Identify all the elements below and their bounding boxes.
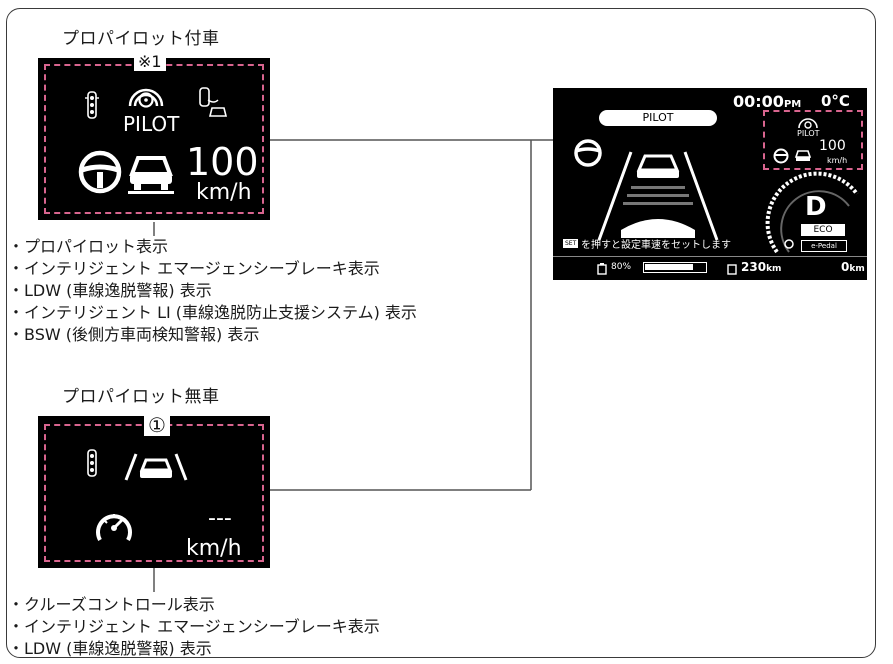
with-pilot-heading: プロパイロット付車	[62, 29, 220, 49]
cruise-control-icon	[96, 514, 132, 541]
pilot-banner: PILOT	[599, 110, 717, 126]
status-bar: 80% 230km 0km	[553, 256, 867, 281]
list-item: ・プロパイロット表示	[8, 237, 169, 256]
list-item: ・LDW (車線逸脱警報) 表示	[8, 281, 212, 300]
car-front-icon	[128, 156, 174, 194]
traffic-light-icon	[85, 91, 99, 119]
speed-unit: km/h	[196, 180, 252, 205]
steering-wheel-icon	[78, 150, 122, 194]
with-pilot-display-panel: ※1 PILOT 100 km/h	[38, 53, 270, 220]
note-mark: ※1	[134, 53, 166, 71]
list-item: ・インテリジェント エマージェンシーブレーキ表示	[8, 259, 380, 278]
list-item: ・インテリジェント LI (車線逸脱防止支援システム) 表示	[8, 303, 417, 322]
list-item: ・インテリジェント エマージェンシーブレーキ表示	[8, 617, 380, 636]
mini-unit: km/h	[827, 156, 848, 165]
outside-temp: 0°C	[821, 92, 850, 110]
without-pilot-feature-list: ・クルーズコントロール表示 ・インテリジェント エマージェンシーブレーキ表示 ・…	[8, 594, 380, 660]
without-pilot-heading: プロパイロット無車	[62, 387, 220, 407]
list-item: ・クルーズコントロール表示	[8, 595, 215, 614]
traffic-light-icon	[87, 449, 97, 477]
road-lane-graphic	[597, 151, 719, 241]
cluster-steering-icon	[574, 139, 602, 167]
mini-speed: 100	[819, 138, 846, 154]
diagram-frame	[6, 8, 876, 658]
range-icon	[727, 264, 737, 275]
list-item: ・LDW (車線逸脱警報) 表示	[8, 639, 212, 658]
odometer: 0km	[841, 260, 865, 274]
mini-pilot-label: PILOT	[797, 129, 820, 138]
e-pedal-badge: e-Pedal	[801, 240, 847, 252]
set-badge: SET	[563, 239, 579, 248]
range-value: 230km	[741, 260, 782, 274]
pilot-label: PILOT	[123, 112, 180, 136]
circle-mark: ①	[144, 414, 170, 436]
battery-fill	[645, 264, 693, 270]
speed-placeholder: ---	[208, 506, 232, 531]
eco-mode-badge: ECO	[801, 224, 845, 236]
without-pilot-display-panel: ① --- km/h	[38, 414, 270, 568]
speed-value: 100	[186, 140, 259, 184]
with-pilot-feature-list: ・プロパイロット表示 ・インテリジェント エマージェンシーブレーキ表示 ・LDW…	[8, 236, 417, 346]
blind-spot-icon	[199, 87, 228, 117]
battery-percent: 80%	[611, 262, 632, 272]
instrument-cluster: 00:00PM 0°C PILOT PILOT 100 km/h D ECO e…	[553, 88, 867, 280]
mini-steering-icon	[773, 148, 789, 164]
list-item: ・BSW (後側方車両検知警報) 表示	[8, 325, 260, 344]
power-meter-gauge	[765, 171, 859, 254]
cluster-highlight-frame	[763, 110, 863, 170]
pilot-steering-icon	[128, 88, 164, 108]
clock: 00:00PM	[733, 92, 802, 111]
battery-bar	[643, 262, 707, 273]
set-message: を押すと設定車速をセットします	[581, 240, 731, 251]
lane-departure-icon	[124, 453, 188, 481]
speed-unit: km/h	[186, 536, 242, 561]
battery-icon	[597, 263, 607, 275]
gear-indicator: D	[805, 192, 827, 222]
e-pedal-icon	[784, 239, 794, 249]
mini-pilot-icon	[798, 118, 818, 129]
mini-car-icon	[794, 150, 812, 161]
